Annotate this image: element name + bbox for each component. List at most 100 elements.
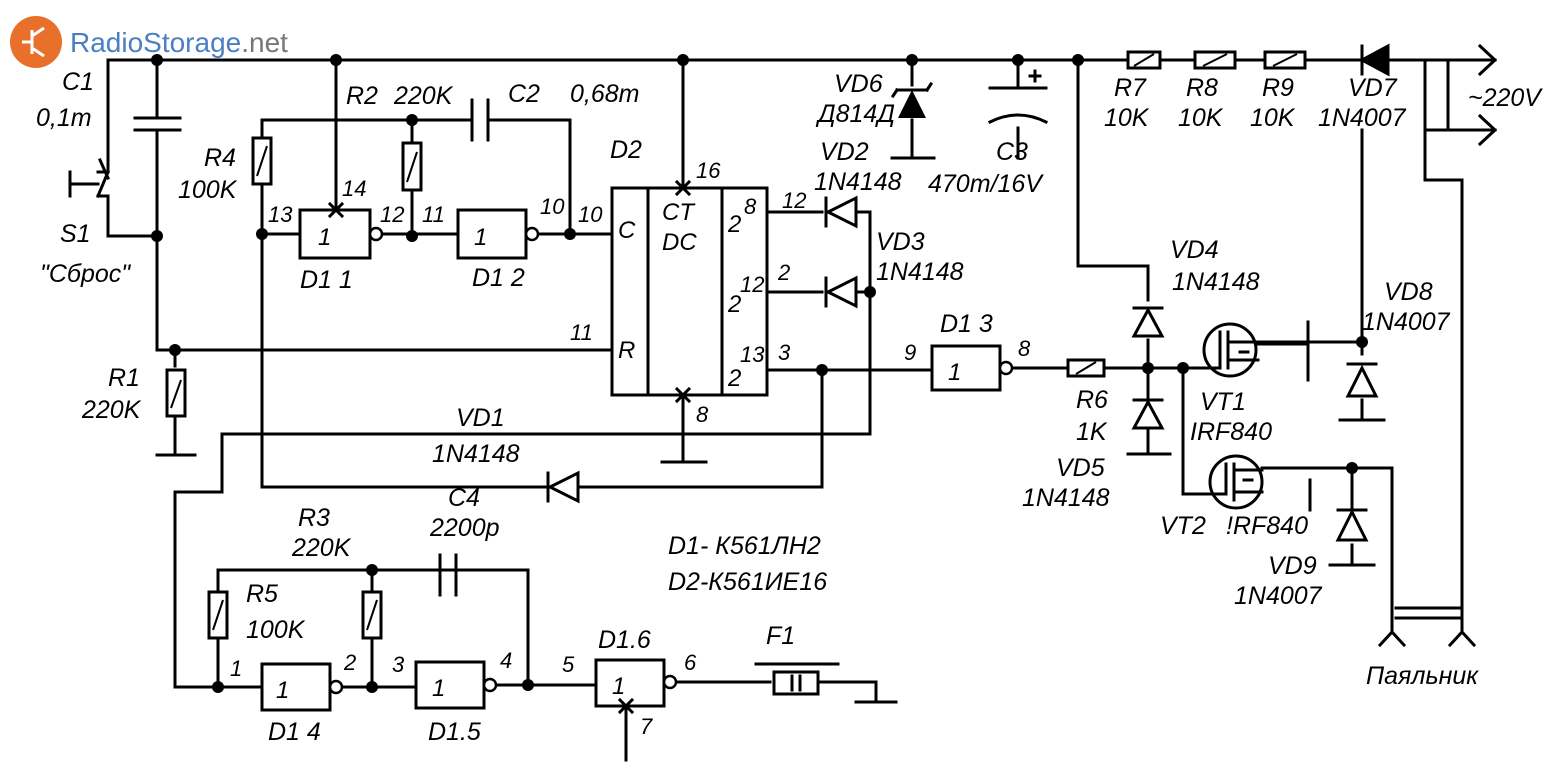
svg-text:4: 4: [500, 648, 512, 673]
c4-ref: C4: [448, 484, 480, 512]
r2-ref: R2: [346, 82, 378, 110]
svg-text:8: 8: [744, 194, 757, 219]
svg-text:12: 12: [380, 202, 404, 227]
svg-text:1: 1: [318, 224, 331, 251]
capacitor-c1: [133, 116, 182, 132]
resistor-r4: [251, 136, 273, 186]
resistor-r6: [1066, 358, 1106, 378]
svg-text:2: 2: [343, 650, 356, 675]
s1-ref: S1: [60, 220, 91, 248]
r4-ref: R4: [204, 144, 236, 172]
vt2-ref: VT2: [1160, 512, 1206, 540]
wires: [106, 58, 1497, 762]
vt2-value: !RF840: [1226, 512, 1308, 540]
resistor-r2: [401, 141, 423, 192]
svg-text:8: 8: [696, 402, 709, 427]
svg-text:12: 12: [782, 188, 806, 213]
gate-d1-6: 1: [594, 658, 678, 715]
c3-ref: C3: [996, 138, 1028, 166]
r3-ref: R3: [298, 504, 330, 532]
gate-d1-2-label: D1 2: [472, 264, 525, 292]
r9-value: 10K: [1250, 104, 1296, 132]
svg-text:2: 2: [777, 260, 790, 285]
vd3-ref: VD3: [876, 228, 925, 256]
diode-vd9: [1335, 508, 1369, 542]
logo-text: RadioStorage.net: [70, 27, 288, 58]
logo-emblem-icon: [10, 16, 62, 68]
gate-d1-4: 1: [260, 662, 344, 712]
capacitor-c4: [438, 553, 458, 597]
soldering-iron-label: Паяльник: [1366, 662, 1479, 690]
svg-text:11: 11: [422, 202, 445, 227]
svg-text:8: 8: [1018, 336, 1031, 361]
vd5-ref: VD5: [1056, 454, 1105, 482]
counter-reset-label: R: [618, 337, 635, 364]
svg-text:1: 1: [474, 224, 487, 251]
counter-d2: C R CT DC 2 8 2 12 2 13: [610, 179, 769, 404]
diode-vd8: [1345, 362, 1379, 398]
resistor-r5: [207, 590, 229, 640]
mains-arrows: [1477, 43, 1498, 147]
gate-d1-1-label: D1 1: [300, 266, 353, 294]
svg-text:10: 10: [578, 202, 603, 227]
svg-text:7: 7: [640, 714, 653, 739]
r4-value: 100K: [178, 176, 238, 204]
r1-value: 220K: [81, 396, 142, 424]
pin-numbers: 13 14 12 11 10 10 11 16 8 12 2 3 9 8 1 2…: [230, 158, 1031, 739]
svg-text:2: 2: [727, 211, 741, 238]
element-f1: [754, 662, 840, 696]
svg-text:12: 12: [740, 272, 764, 297]
svg-text:14: 14: [342, 176, 366, 201]
r7-ref: R7: [1114, 74, 1147, 102]
vd7-value: 1N4007: [1318, 104, 1407, 132]
vd7-ref: VD7: [1348, 74, 1398, 102]
vd2-ref: VD2: [820, 138, 869, 166]
svg-text:1: 1: [432, 675, 445, 702]
chip-d1-note: D1- К561ЛН2: [668, 532, 821, 560]
svg-text:5: 5: [562, 652, 575, 677]
c3-value: 470m/16V: [928, 170, 1044, 198]
vd9-value: 1N4007: [1234, 582, 1323, 610]
svg-text:6: 6: [684, 650, 697, 675]
svg-text:1: 1: [948, 359, 961, 386]
r9-ref: R9: [1262, 74, 1294, 102]
gate-d1-5-label: D1.5: [428, 718, 481, 746]
r1-ref: R1: [108, 364, 140, 392]
svg-text:3: 3: [778, 340, 791, 365]
capacitor-c3: [987, 69, 1049, 125]
c2-ref: C2: [508, 80, 540, 108]
svg-text:9: 9: [904, 340, 916, 365]
site-logo[interactable]: RadioStorage.net: [10, 16, 288, 68]
svg-text:1: 1: [276, 677, 289, 704]
vd4-value: 1N4148: [1172, 268, 1260, 296]
gate-d1-2: 1: [456, 208, 540, 260]
c1-ref: C1: [62, 68, 94, 96]
mosfet-vt2: [1208, 454, 1264, 510]
r5-ref: R5: [246, 580, 278, 608]
c1-value: 0,1m: [36, 104, 92, 132]
vd8-ref: VD8: [1384, 278, 1433, 306]
gate-d1-6-label: D1.6: [598, 626, 651, 654]
svg-text:10: 10: [540, 194, 565, 219]
vt1-ref: VT1: [1200, 388, 1246, 416]
r3-value: 220K: [291, 534, 352, 562]
counter-clock-label: C: [618, 217, 636, 244]
diode-vd4: [1131, 306, 1165, 338]
svg-text:16: 16: [696, 158, 721, 183]
svg-text:1: 1: [230, 656, 242, 681]
reset-switch-s1[interactable]: [68, 158, 110, 198]
svg-text:3: 3: [392, 652, 405, 677]
svg-text:1: 1: [612, 673, 625, 700]
gate-d1-4-label: D1 4: [268, 718, 321, 746]
component-labels: C1 0,1m S1 "Сброс" R2 220K C2 0,68m R4 1…: [36, 68, 1543, 746]
vd6-value: Д814Д: [815, 100, 895, 128]
junction-dots: [151, 54, 1368, 693]
s1-value: "Сброс": [40, 260, 131, 288]
r8-ref: R8: [1186, 74, 1218, 102]
gate-d1-3-label: D1 3: [940, 310, 993, 338]
mains-label: ~220V: [1468, 84, 1543, 112]
gate-d1-3: 1: [930, 344, 1014, 392]
soldering-iron-terminals: [1377, 629, 1477, 648]
vd4-ref: VD4: [1170, 236, 1219, 264]
